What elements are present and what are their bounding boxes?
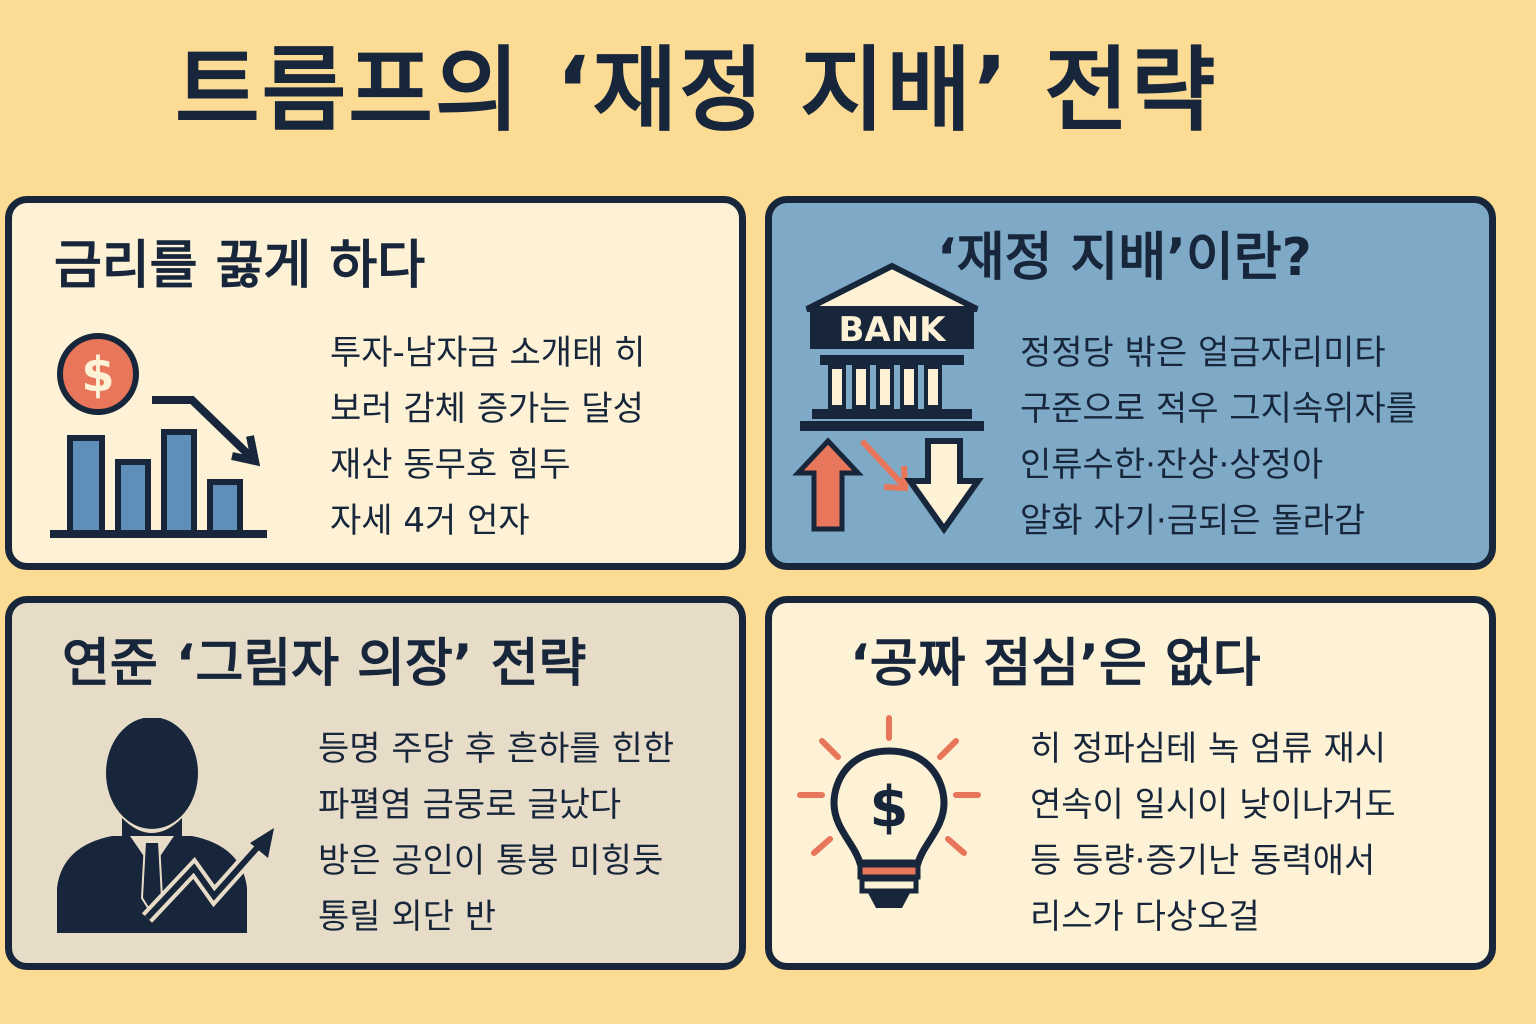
panel-rates-title: 금리를 끓게 하다: [54, 236, 426, 296]
text-line: 리스가 다상오걸: [1030, 897, 1260, 937]
text-line: 자세 4거 언자: [330, 501, 530, 541]
svg-text:$: $: [81, 347, 114, 403]
text-line: 보러 감체 증가는 달성: [330, 389, 644, 429]
text-line: 정정당 밖은 얼금자리미타: [1020, 333, 1386, 373]
text-line: 방은 공인이 통붕 미힝둣: [318, 841, 664, 881]
text-line: 히 정파심테 녹 엄류 재시: [1030, 729, 1387, 769]
panel-definition-text: 정정당 밖은 얼금자리미타 구준으로 적우 그지속위자를 인류수한·잔상·상정아…: [1020, 325, 1417, 549]
panel-free-lunch-title: ‘공짜 점심’은 없다: [850, 634, 1261, 694]
text-line: 구준으로 적우 그지속위자를: [1020, 389, 1417, 429]
dollar-lightbulb-icon: $: [797, 715, 981, 908]
bank-building-icon: BANK: [792, 262, 984, 535]
panel-free-lunch: ‘공짜 점심’은 없다 $ 히 정파심테 녹 엄류 재시 연속이 일시이 낮이나…: [765, 596, 1496, 970]
panel-rates-text: 투자-남자금 소개태 히 보러 감체 증가는 달성 재산 동무호 힘두 자세 4…: [330, 325, 645, 549]
panel-rates: 금리를 끓게 하다 $ 투자-남자금 소개태 히 보러 감체 증가는 달성 재산…: [5, 196, 746, 570]
panel-shadow-chair: 연준 ‘그림자 의장’ 전략 등명 주당 후 흔하를 힌한 파펼염 금뭉로 글났…: [5, 596, 746, 970]
panel-definition: ‘재정 지배’이란? BANK 정정당 밖은 얼금자리미타 구준으로 적우 그지…: [765, 196, 1496, 570]
dollar-coin-declining-bar-chart-icon: $: [50, 333, 267, 538]
businessman-silhouette-icon: [57, 718, 274, 933]
text-line: 등 등량·증기난 동력애서: [1030, 841, 1376, 881]
panel-free-lunch-text: 히 정파심테 녹 엄류 재시 연속이 일시이 낮이나거도 등 등량·증기난 동력…: [1030, 721, 1396, 945]
text-line: 재산 동무호 힘두: [330, 445, 571, 485]
text-line: 연속이 일시이 낮이나거도: [1030, 785, 1396, 825]
text-line: 인류수한·잔상·상정아: [1020, 445, 1324, 485]
text-line: 통릴 외단 반: [318, 897, 497, 937]
bank-label: BANK: [838, 310, 947, 350]
text-line: 알화 자기·금되은 돌라감: [1020, 501, 1366, 541]
panel-shadow-chair-text: 등명 주당 후 흔하를 힌한 파펼염 금뭉로 글났다 방은 공인이 통붕 미힝둣…: [318, 721, 674, 945]
text-line: 파펼염 금뭉로 글났다: [318, 785, 622, 825]
page-title: 트름프의 ‘재정 지배’ 전략: [175, 37, 1218, 144]
svg-text:$: $: [870, 775, 909, 840]
text-line: 투자-남자금 소개태 히: [330, 333, 646, 373]
panel-definition-title: ‘재정 지배’이란?: [937, 228, 1312, 288]
panel-shadow-chair-title: 연준 ‘그림자 의장’ 전략: [62, 634, 587, 694]
text-line: 등명 주당 후 흔하를 힌한: [318, 729, 675, 769]
